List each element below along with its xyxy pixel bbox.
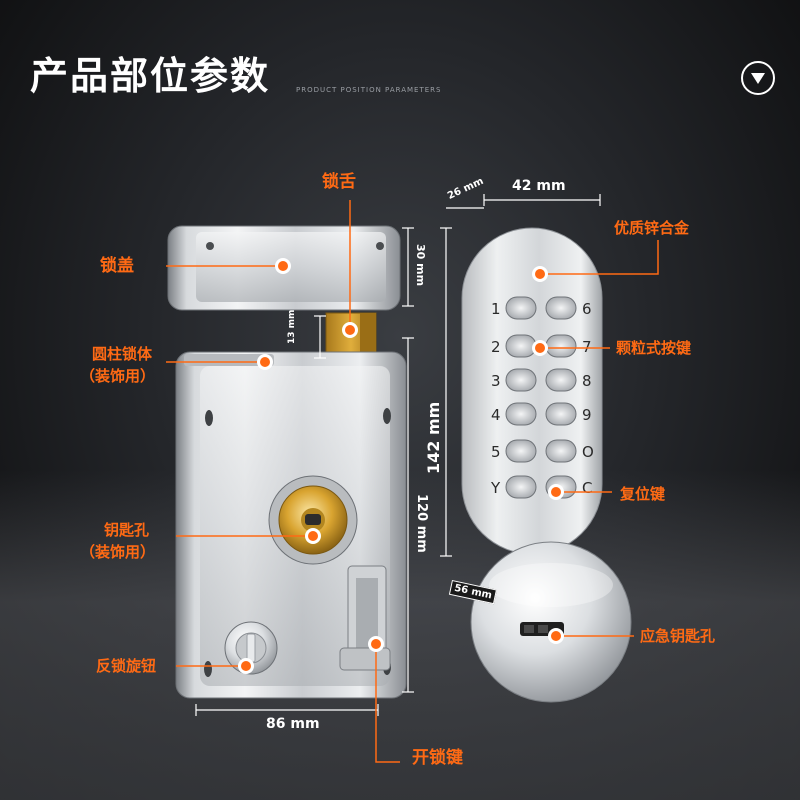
key-label: 1 (491, 300, 501, 318)
label-keyhole-line1: 钥匙孔 (104, 521, 150, 539)
label-open-key: 开锁键 (412, 748, 463, 768)
label-keyhole-line2: （装饰用） (80, 543, 156, 561)
label-tongue: 锁舌 (322, 172, 356, 192)
dim-13: 13 mm (287, 309, 297, 344)
label-cover: 锁盖 (100, 256, 134, 276)
label-buttons: 颗粒式按键 (616, 339, 692, 357)
key-label: 9 (582, 406, 592, 424)
label-reset: 复位键 (620, 485, 666, 503)
page-title: 产品部位参数 (30, 54, 271, 98)
dim-86: 86 mm (266, 716, 320, 732)
key-label: C (582, 479, 592, 497)
keypad-buttons (505, 296, 577, 499)
key-label: 5 (491, 443, 501, 461)
label-cylinder-line1: 圆柱锁体 (92, 345, 153, 363)
key-label: 3 (491, 372, 501, 390)
key-label: 8 (582, 372, 592, 390)
key-label: Y (490, 479, 501, 497)
page-subtitle: PRODUCT POSITION PARAMETERS (296, 86, 442, 94)
dim-120: 120 mm (414, 494, 429, 553)
key-label: O (582, 443, 594, 461)
key-label: 2 (491, 338, 501, 356)
label-knob: 反锁旋钮 (96, 657, 157, 675)
dim-42: 42 mm (512, 178, 566, 194)
key-label: 7 (582, 338, 592, 356)
label-alloy: 优质锌合金 (614, 219, 690, 237)
label-cylinder-line2: （装饰用） (80, 367, 156, 385)
dim-142: 142 mm (424, 401, 443, 474)
dim-30: 30 mm (414, 244, 427, 287)
key-label: 6 (582, 300, 592, 318)
scroll-down-icon[interactable] (738, 58, 778, 98)
key-label: 4 (491, 406, 501, 424)
label-emergency: 应急钥匙孔 (640, 627, 716, 645)
